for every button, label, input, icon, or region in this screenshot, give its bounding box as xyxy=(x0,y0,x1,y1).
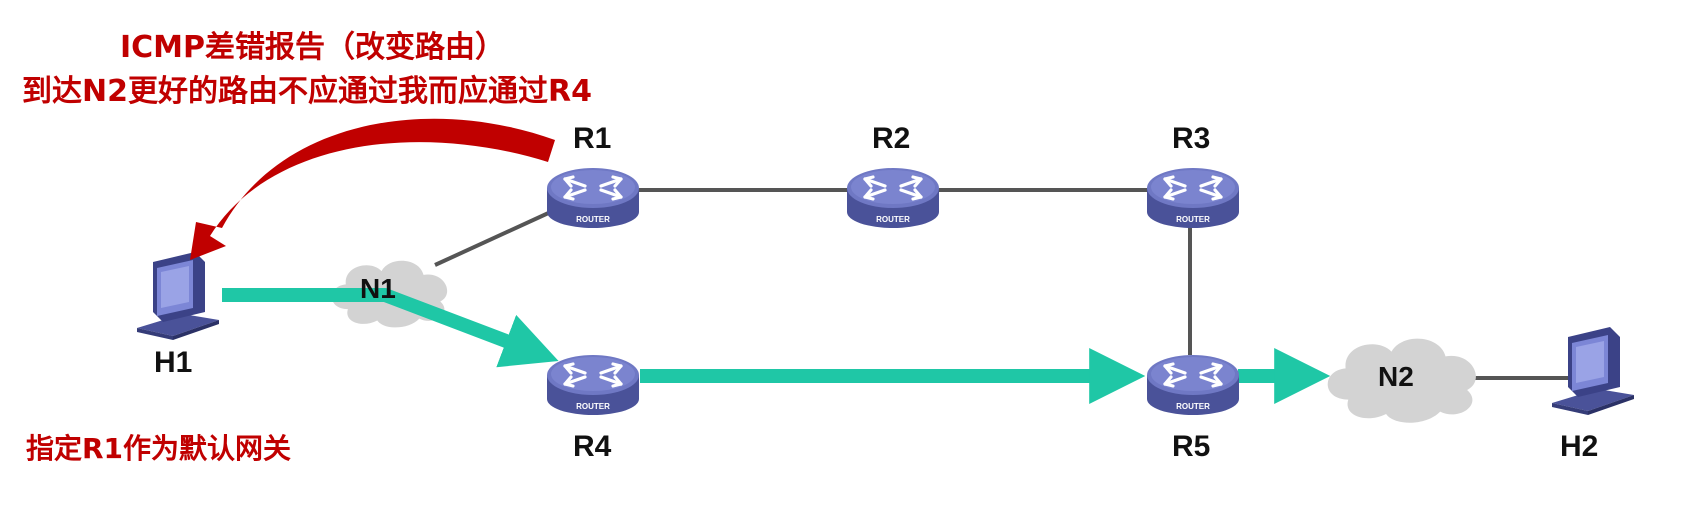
router-r2-icon xyxy=(845,166,941,230)
router-r3-label: R3 xyxy=(1172,122,1211,155)
router-r1-icon xyxy=(545,166,641,230)
router-r4-label: R4 xyxy=(573,430,612,463)
route-h1-r4 xyxy=(222,288,559,368)
router-r1-label: R1 xyxy=(573,122,612,155)
host-h2-icon xyxy=(1552,327,1634,415)
link-r1-n1 xyxy=(434,208,556,267)
router-r2-label: R2 xyxy=(872,122,911,155)
router-r5-icon xyxy=(1145,353,1241,417)
host-h2-label: H2 xyxy=(1560,430,1599,463)
host-h1-label: H1 xyxy=(154,346,193,379)
icmp-title: ICMP差错报告（改变路由） xyxy=(120,30,506,65)
router-r4-icon xyxy=(545,353,641,417)
icmp-redirect-arrow xyxy=(190,118,555,260)
icmp-detail: 到达N2更好的路由不应通过我而应通过R4 xyxy=(22,74,592,109)
gateway-note: 指定R1作为默认网关 xyxy=(26,432,292,465)
network-n2-label: N2 xyxy=(1378,361,1414,392)
host-h1-icon xyxy=(137,252,219,340)
router-r5-label: R5 xyxy=(1172,430,1211,463)
redirect-route xyxy=(222,288,1331,404)
router-r3-icon xyxy=(1145,166,1241,230)
network-n1-label: N1 xyxy=(360,273,396,304)
